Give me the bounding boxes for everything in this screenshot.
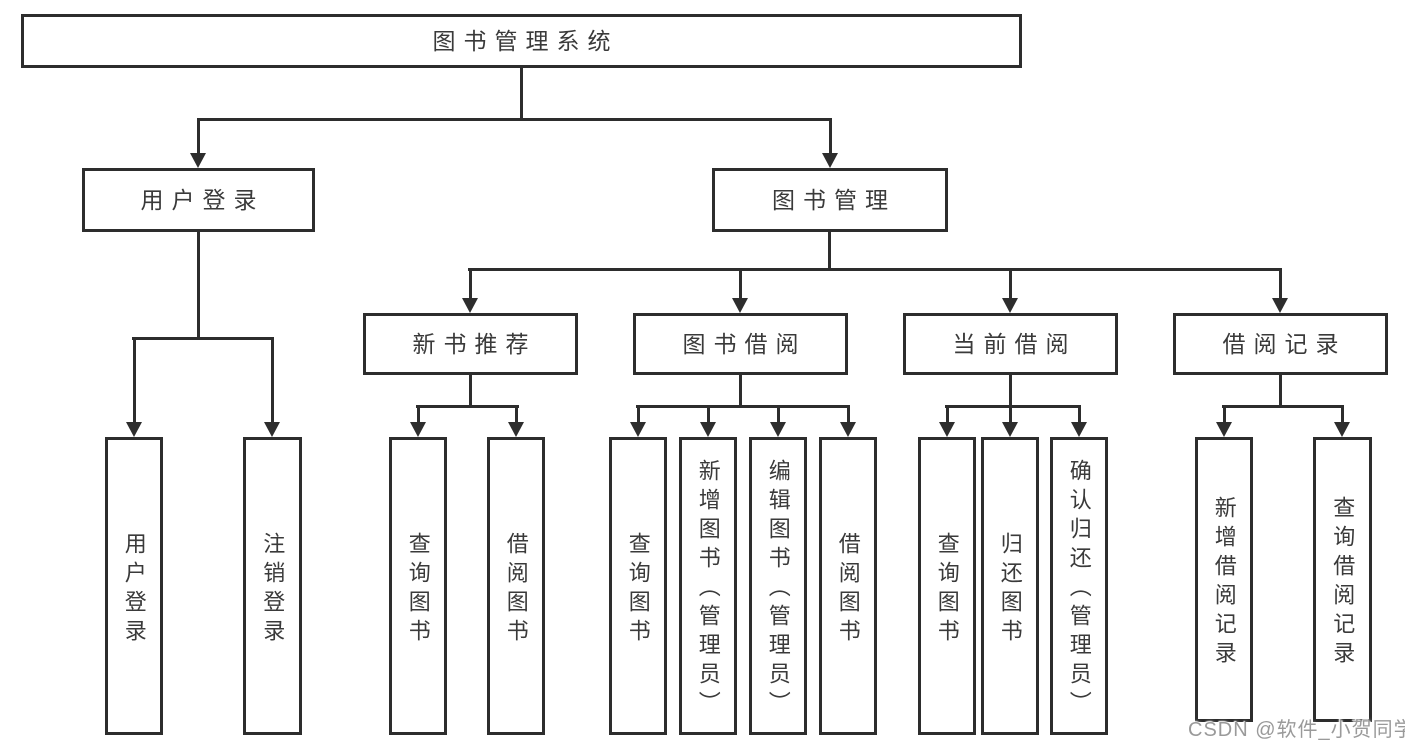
node-borrowing-records: 借阅记录 xyxy=(1173,313,1388,375)
connector-arrow-shaft xyxy=(637,405,640,424)
arrowhead-down-icon xyxy=(1216,422,1232,437)
node-leaf-nb-query-books: 查询图书 xyxy=(389,437,447,735)
connector-hline xyxy=(468,268,1282,271)
node-leaf-logout: 注销登录 xyxy=(243,437,302,735)
connector-hline xyxy=(416,405,519,408)
node-leaf-cb-query-books: 查询图书 xyxy=(918,437,976,735)
connector-arrow-shaft xyxy=(197,118,200,155)
arrowhead-down-icon xyxy=(190,153,206,168)
connector-hline xyxy=(197,118,832,121)
node-leaf-bb-borrow-books: 借阅图书 xyxy=(819,437,877,735)
connector-arrow-shaft xyxy=(1341,405,1344,424)
connector-arrow-shaft xyxy=(1009,268,1012,300)
arrowhead-down-icon xyxy=(1002,298,1018,313)
arrowhead-down-icon xyxy=(126,422,142,437)
connector-vline xyxy=(1279,375,1282,405)
arrowhead-down-icon xyxy=(732,298,748,313)
connector-hline xyxy=(1222,405,1344,408)
connector-arrow-shaft xyxy=(469,268,472,300)
arrowhead-down-icon xyxy=(939,422,955,437)
node-leaf-record-query: 查询借阅记录 xyxy=(1313,437,1372,722)
connector-arrow-shaft xyxy=(946,405,949,424)
arrowhead-down-icon xyxy=(264,422,280,437)
arrowhead-down-icon xyxy=(508,422,524,437)
arrowhead-down-icon xyxy=(462,298,478,313)
connector-vline xyxy=(828,232,831,268)
arrowhead-down-icon xyxy=(840,422,856,437)
connector-arrow-shaft xyxy=(1009,405,1012,424)
arrowhead-down-icon xyxy=(410,422,426,437)
connector-arrow-shaft xyxy=(707,405,710,424)
connector-arrow-shaft xyxy=(739,268,742,300)
connector-vline xyxy=(739,375,742,405)
connector-arrow-shaft xyxy=(829,118,832,155)
node-user-login-branch: 用户登录 xyxy=(82,168,315,232)
node-system-root: 图书管理系统 xyxy=(21,14,1022,68)
arrowhead-down-icon xyxy=(700,422,716,437)
node-leaf-bb-query-books: 查询图书 xyxy=(609,437,667,735)
node-current-borrowing: 当前借阅 xyxy=(903,313,1118,375)
arrowhead-down-icon xyxy=(822,153,838,168)
node-leaf-nb-borrow-books: 借阅图书 xyxy=(487,437,545,735)
arrowhead-down-icon xyxy=(1002,422,1018,437)
connector-arrow-shaft xyxy=(417,405,420,424)
connector-arrow-shaft xyxy=(515,405,518,424)
connector-arrow-shaft xyxy=(1078,405,1081,424)
node-book-borrowing: 图书借阅 xyxy=(633,313,848,375)
node-book-management: 图书管理 xyxy=(712,168,948,232)
connector-arrow-shaft xyxy=(271,337,274,424)
connector-vline xyxy=(469,375,472,405)
connector-hline xyxy=(636,405,850,408)
connector-arrow-shaft xyxy=(777,405,780,424)
connector-vline xyxy=(520,68,523,118)
csdn-watermark: CSDN @软件_小贺同学 xyxy=(1188,719,1405,741)
connector-vline xyxy=(1009,375,1012,405)
node-leaf-cb-confirm-return: 确认归还（管理员） xyxy=(1050,437,1108,735)
arrowhead-down-icon xyxy=(1334,422,1350,437)
connector-arrow-shaft xyxy=(1223,405,1226,424)
node-new-book-recommend: 新书推荐 xyxy=(363,313,578,375)
node-leaf-bb-edit-books: 编辑图书（管理员） xyxy=(749,437,807,735)
arrowhead-down-icon xyxy=(630,422,646,437)
arrowhead-down-icon xyxy=(1071,422,1087,437)
connector-hline xyxy=(132,337,274,340)
node-leaf-bb-add-books: 新增图书（管理员） xyxy=(679,437,737,735)
connector-vline xyxy=(197,232,200,337)
connector-arrow-shaft xyxy=(847,405,850,424)
node-leaf-cb-return-books: 归还图书 xyxy=(981,437,1039,735)
arrowhead-down-icon xyxy=(770,422,786,437)
arrowhead-down-icon xyxy=(1272,298,1288,313)
connector-arrow-shaft xyxy=(133,337,136,424)
connector-hline xyxy=(945,405,1081,408)
node-leaf-user-login: 用户登录 xyxy=(105,437,163,735)
connector-arrow-shaft xyxy=(1279,268,1282,300)
node-leaf-record-add: 新增借阅记录 xyxy=(1195,437,1253,722)
